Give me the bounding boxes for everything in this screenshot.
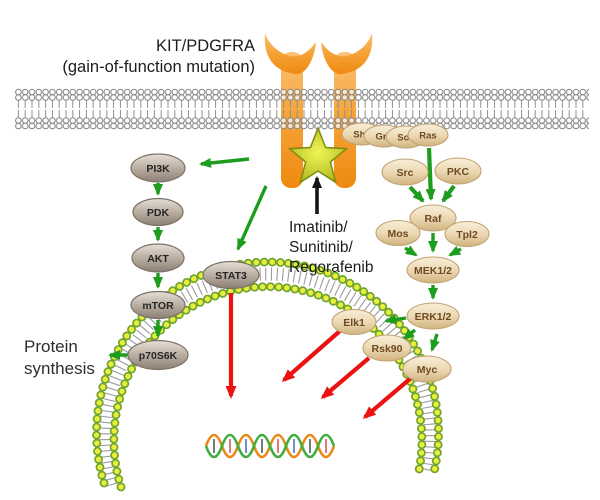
inhibitor-line3: Regorafenib	[289, 259, 374, 276]
node-myc-label: Myc	[417, 364, 438, 376]
arrow-tpl2-to-mek	[448, 245, 462, 257]
inhibitor-line1: Imatinib/	[289, 219, 348, 236]
dna-strand-green	[204, 433, 336, 459]
arrow-erk-to-rsk90	[402, 328, 417, 341]
nuclear-inner-heads	[111, 283, 425, 490]
node-src-label: Src	[397, 167, 414, 179]
inhibitor-line2: Sunitinib/	[289, 239, 353, 256]
red-arrows	[225, 293, 413, 419]
node-stat3-label: STAT3	[215, 270, 247, 282]
node-akt: AKT	[131, 243, 185, 273]
arrow-pkc-to-raf	[441, 184, 456, 203]
receptor-ligand-binding-cups	[264, 33, 373, 75]
receptor-title: KIT/PDGFRA (gain-of-function mutation)	[8, 36, 255, 78]
node-pdk: PDK	[132, 197, 184, 227]
plasma-membrane	[15, 88, 589, 130]
protein-synthesis-label: Protein synthesis	[24, 336, 95, 379]
node-tpl2-label: Tpl2	[456, 229, 478, 241]
node-erk12: ERK1/2	[406, 302, 460, 330]
node-akt-label: AKT	[147, 253, 169, 265]
node-p70s6k: p70S6K	[127, 339, 189, 371]
node-mek12: MEK1/2	[406, 256, 460, 284]
arrow-ras-to-raf	[425, 147, 436, 201]
node-pdk-label: PDK	[147, 207, 170, 219]
node-pkc: PKC	[434, 157, 482, 185]
mutation-star-icon	[287, 125, 349, 184]
arrow-receptor-to-pi3k	[199, 157, 250, 168]
arrow-erk-to-myc	[430, 333, 440, 352]
node-myc: Myc	[402, 355, 452, 383]
arrow-receptor-to-stat3	[236, 185, 268, 251]
protein-synthesis-line2: synthesis	[24, 358, 95, 378]
node-src: Src	[381, 158, 429, 186]
node-raf: Raf	[409, 204, 457, 232]
node-p70s6k-label: p70S6K	[139, 350, 178, 362]
receptor-title-line1: KIT/PDGFRA	[155, 37, 255, 55]
tan-nodes: Shc Grb Sos Ras Src PKC Raf Mos	[331, 122, 490, 383]
receptor-title-line2: (gain-of-function mutation)	[62, 58, 255, 76]
node-sos-label: Sos	[397, 133, 414, 144]
node-elk1-label: Elk1	[343, 317, 365, 329]
node-elk1: Elk1	[331, 308, 377, 336]
node-mek12-label: MEK1/2	[414, 265, 452, 277]
node-pi3k-label: PI3K	[146, 163, 170, 175]
node-grb-label: Grb	[376, 132, 393, 143]
node-tpl2: Tpl2	[444, 220, 490, 248]
arrow-erk-to-elk1	[384, 314, 407, 325]
node-rsk90: Rsk90	[362, 334, 412, 362]
node-mtor-label: mTOR	[142, 300, 174, 312]
node-stat3: STAT3	[202, 260, 260, 290]
gray-nodes: PI3K PDK AKT mTOR p70S6K STAT3	[127, 153, 260, 371]
dna-helix	[204, 433, 336, 459]
node-erk12-label: ERK1/2	[415, 311, 452, 323]
node-mos: Mos	[375, 219, 421, 247]
protein-synthesis-line1: Protein	[24, 337, 78, 356]
arrow-myc-to-nucleus	[362, 376, 413, 419]
arrow-mos-to-mek	[404, 245, 418, 257]
node-pi3k: PI3K	[130, 153, 186, 183]
node-rsk90-label: Rsk90	[372, 343, 403, 355]
node-mos-label: Mos	[388, 228, 409, 240]
receptor-right-cup	[321, 33, 373, 75]
receptor-left-cup	[264, 33, 316, 75]
inhibitor-drugs-label: Imatinib/ Sunitinib/ Regorafenib	[289, 218, 373, 278]
arrow-src-to-raf	[408, 185, 425, 203]
node-raf-label: Raf	[425, 213, 442, 225]
node-mtor: mTOR	[130, 290, 186, 320]
node-ras: Ras	[407, 123, 449, 147]
node-ras-label: Ras	[419, 131, 436, 142]
node-pkc-label: PKC	[447, 166, 470, 178]
arrow-rsk90-to-nucleus	[320, 356, 371, 399]
green-arrows	[108, 147, 462, 360]
arrow-elk1-to-nucleus	[281, 328, 343, 382]
node-shc-label: Shc	[353, 130, 370, 141]
